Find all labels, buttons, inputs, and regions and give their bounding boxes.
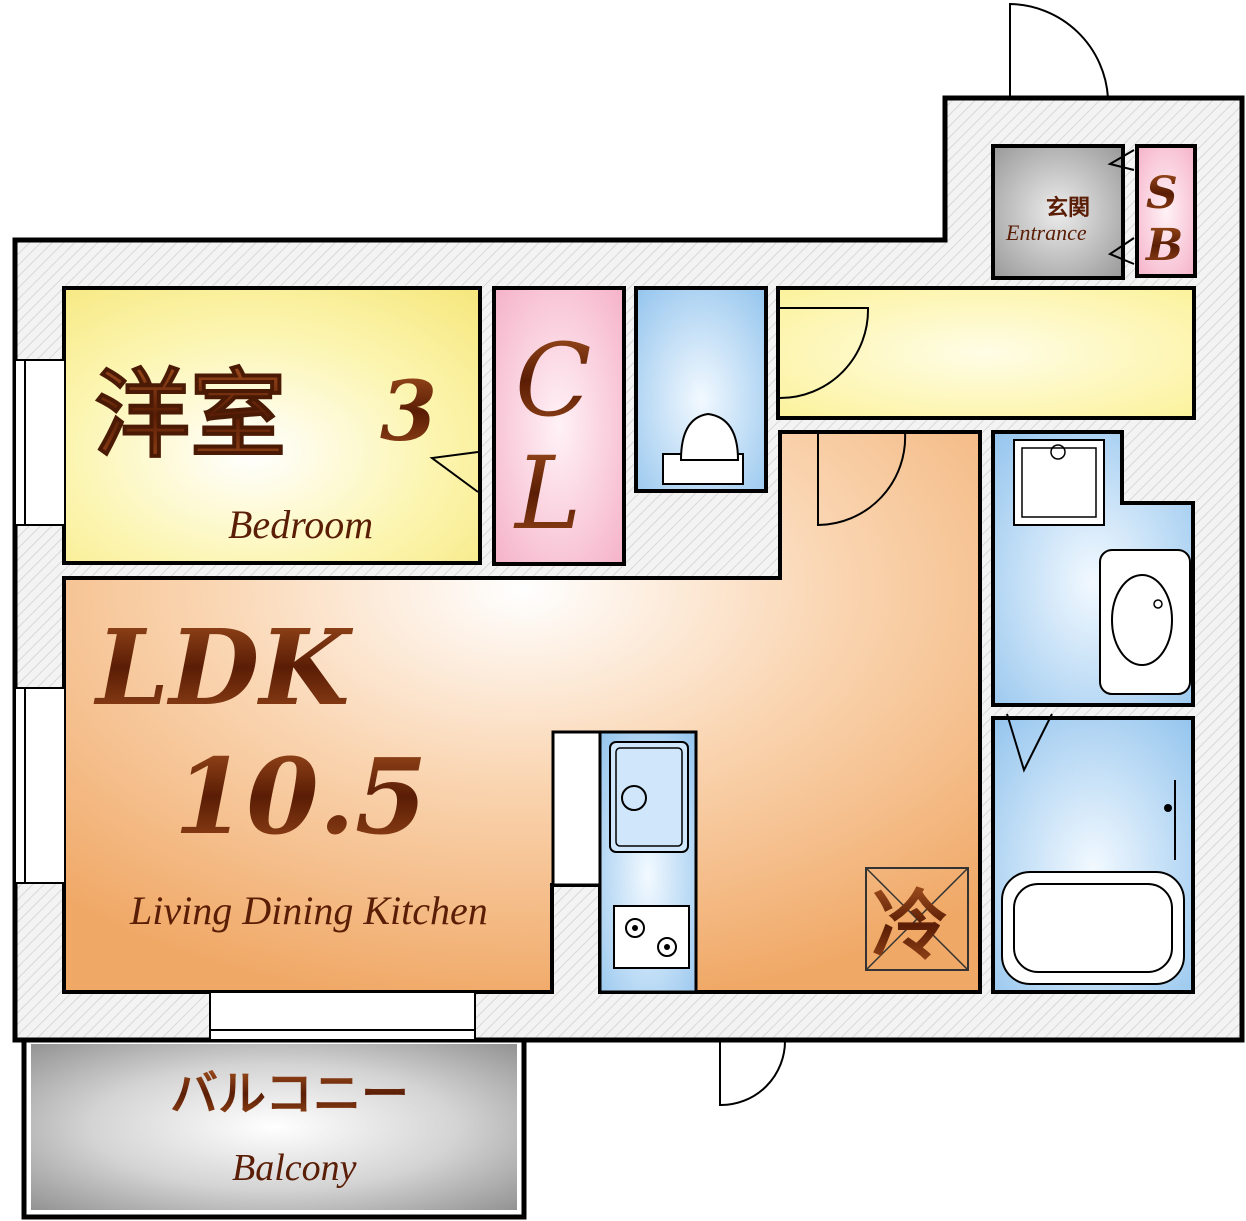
ldk-label: LDK 10.5 Living Dining Kitchen bbox=[93, 606, 488, 933]
kitchen-counter bbox=[551, 730, 698, 994]
shoe-box-line1-text: S bbox=[1146, 168, 1178, 219]
ldk-english-text: Living Dining Kitchen bbox=[129, 888, 488, 933]
balcony-jp-text: バルコニー bbox=[170, 1066, 409, 1122]
ldk-size-text: 10.5 bbox=[174, 735, 427, 858]
balcony-label: バルコニー Balcony bbox=[170, 1066, 409, 1189]
closet-label: C L bbox=[513, 322, 592, 552]
balcony-en-text: Balcony bbox=[232, 1147, 357, 1189]
bedroom-label: 洋室 3 Bedroom bbox=[94, 358, 438, 548]
closet-line2-text: L bbox=[513, 435, 581, 552]
windows bbox=[14, 359, 476, 1041]
entrance-jp-text: 玄関 bbox=[1046, 195, 1090, 221]
doors bbox=[429, 2, 1135, 1107]
refrigerator-space bbox=[865, 867, 969, 971]
shoe-box-area bbox=[1135, 144, 1197, 278]
entrance-en-text: Entrance bbox=[1005, 220, 1087, 245]
closet-area bbox=[492, 286, 626, 566]
washing-machine-pan bbox=[1013, 439, 1105, 526]
bathtub bbox=[1001, 780, 1185, 985]
shoe-box-label: S B bbox=[1144, 168, 1183, 271]
entrance-label: 玄関 Entrance bbox=[1005, 195, 1090, 245]
entrance-area bbox=[991, 144, 1125, 280]
closet-line1-text: C bbox=[515, 322, 592, 439]
washbasin bbox=[1099, 549, 1191, 695]
bedroom-area bbox=[62, 286, 482, 565]
ldk-name-text: LDK bbox=[93, 606, 353, 729]
toilet-fixture bbox=[662, 412, 744, 485]
shoe-box-line2-text: B bbox=[1144, 220, 1183, 271]
balcony bbox=[21, 1037, 527, 1220]
bedroom-english-text: Bedroom bbox=[228, 502, 373, 547]
hallway bbox=[776, 286, 1196, 420]
bedroom-size-text: 3 bbox=[380, 364, 437, 460]
bedroom-name-text: 洋室 bbox=[94, 358, 286, 471]
refrigerator-label: 冷 bbox=[872, 881, 948, 970]
